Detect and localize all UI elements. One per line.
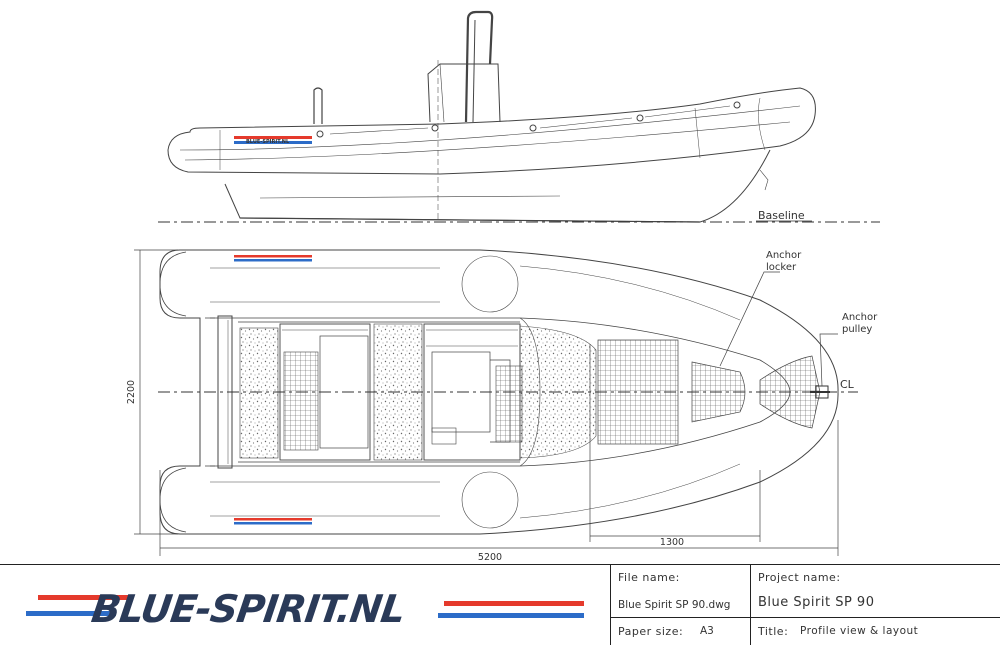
brand-logo: BLUE-SPIRIT.NL — [24, 587, 584, 631]
dimension-lines — [134, 249, 839, 556]
dim-width: 2200 — [126, 380, 137, 404]
logo-text: BLUE-SPIRIT.NL — [88, 587, 408, 631]
anchor-locker-label-2: locker — [766, 262, 797, 273]
plan-tube-outer — [159, 249, 839, 535]
project-name-value: Blue Spirit SP 90 — [758, 595, 875, 610]
anchor-locker-label-1: Anchor — [766, 250, 802, 261]
seat-post — [313, 87, 323, 124]
dim-bow: 1300 — [660, 537, 684, 548]
file-name-label: File name: — [618, 571, 680, 584]
file-name-value: Blue Spirit SP 90.dwg — [618, 599, 731, 611]
console — [427, 63, 501, 123]
dim-length: 5200 — [478, 552, 502, 563]
hull — [224, 149, 771, 223]
plan-logo-bottom — [234, 518, 312, 525]
anchor-pulley-label-2: pulley — [842, 324, 872, 335]
technical-drawing: BLUE-SPIRIT.NL Baseline — [126, 10, 880, 563]
baseline-label: Baseline — [758, 209, 805, 222]
paper-size-value: A3 — [700, 625, 714, 637]
plan-logo-top — [234, 255, 312, 262]
tube — [167, 87, 816, 175]
title-value: Profile view & layout — [800, 625, 919, 637]
anchor-pulley-label-1: Anchor — [842, 312, 878, 323]
profile-logo: BLUE-SPIRIT.NL — [234, 136, 312, 145]
paper-size-label: Paper size: — [618, 625, 684, 638]
centerline-label: CL — [840, 378, 855, 391]
title-block: BLUE-SPIRIT.NL File name: Blue Spirit SP… — [0, 564, 1000, 645]
grab-rail — [464, 10, 494, 123]
project-name-label: Project name: — [758, 571, 841, 584]
svg-text:BLUE-SPIRIT.NL: BLUE-SPIRIT.NL — [246, 139, 290, 145]
transom — [217, 315, 233, 469]
profile-view — [167, 10, 816, 223]
title-label: Title: — [758, 625, 789, 638]
